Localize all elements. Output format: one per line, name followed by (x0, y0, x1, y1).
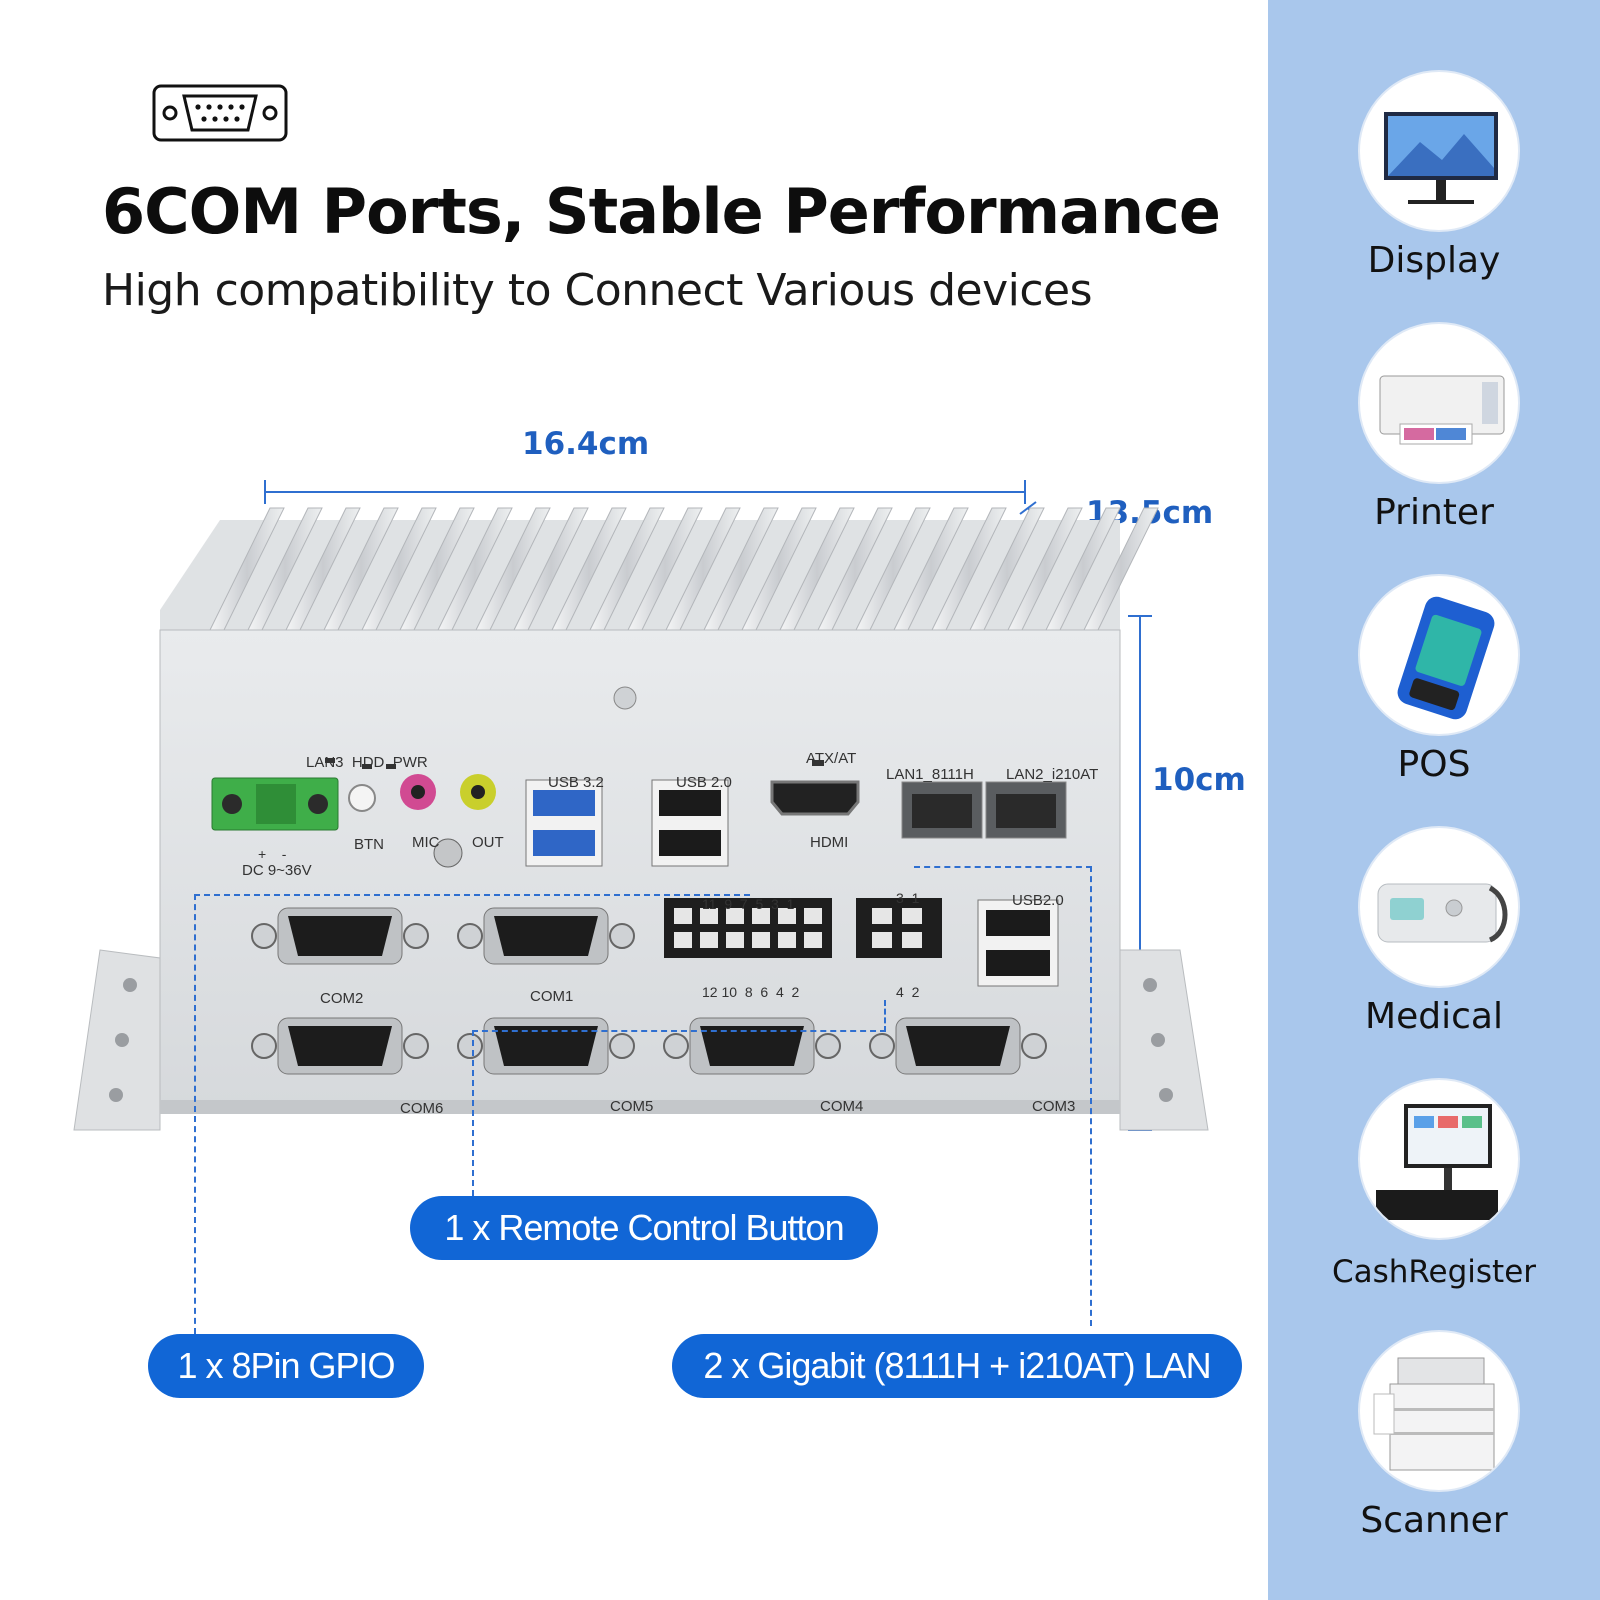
remote-connector-line (472, 1030, 886, 1196)
remote-connector-riser (884, 1000, 886, 1032)
display-icon (1384, 112, 1498, 204)
atx-label: ATX/AT (806, 750, 857, 767)
btn-label: BTN (354, 836, 384, 853)
device-printer: Printer (1268, 322, 1600, 572)
remote-control-callout: 1 x Remote Control Button (410, 1196, 878, 1260)
device-pos: POS (1268, 574, 1600, 824)
device-label-display: Display (1367, 240, 1501, 281)
dimension-width-label: 16.4cm (522, 426, 650, 462)
out-label: OUT (472, 834, 504, 851)
device-label-printer: Printer (1374, 492, 1494, 533)
mic-label: MIC (412, 834, 440, 851)
com6-label: COM6 (400, 1100, 444, 1117)
dc-input-label: DC 9~36V (242, 862, 312, 879)
usb20-bottom-label: USB2.0 (1012, 892, 1064, 909)
cash-register-icon (1376, 1104, 1498, 1220)
device-label-scanner: Scanner (1360, 1500, 1508, 1541)
serial-port-icon (152, 84, 288, 142)
device-medical: Medical (1268, 826, 1600, 1076)
led-labels: LAN3 HDD PWR (306, 754, 428, 771)
hdmi-label: HDMI (810, 834, 849, 851)
device-label-cash-register: CashRegister (1331, 1254, 1537, 1290)
dimension-height-label: 10cm (1152, 762, 1246, 798)
com3-label: COM3 (1032, 1098, 1076, 1115)
page-subtitle: High compatibility to Connect Various de… (102, 265, 1093, 316)
device-cash-register: CashRegister (1268, 1078, 1600, 1328)
pos-icon (1397, 596, 1495, 720)
device-display: Display (1268, 70, 1600, 320)
lan2-label: LAN2_i210AT (1006, 766, 1099, 783)
lan-callout: 2 x Gigabit (8111H + i210AT) LAN (672, 1334, 1242, 1398)
com5-label: COM5 (610, 1098, 654, 1115)
gpio-top-pin-numbers: 11 9 7 5 3 1 (702, 896, 795, 912)
device-label-pos: POS (1397, 744, 1471, 785)
remote-top-pin-numbers: 3 1 (896, 890, 920, 906)
com2-label: COM2 (320, 990, 364, 1007)
gpio-callout: 1 x 8Pin GPIO (148, 1334, 424, 1398)
com4-label: COM4 (820, 1098, 864, 1115)
mini-pc-illustration (73, 507, 1209, 1131)
gpio-bottom-pin-numbers: 12 10 8 6 4 2 (702, 984, 800, 1000)
lan-connector-line (914, 866, 1092, 1326)
com1-label: COM1 (530, 988, 574, 1005)
remote-bottom-pin-numbers: 4 2 (896, 984, 920, 1000)
page-title: 6COM Ports, Stable Performance (102, 175, 1221, 248)
device-label-medical: Medical (1365, 996, 1503, 1037)
printer-icon (1379, 375, 1505, 445)
gpio-connector-line (194, 894, 750, 1334)
lan1-label: LAN1_8111H (886, 766, 974, 783)
medical-icon (1377, 883, 1508, 943)
power-polarity-label: + - (258, 846, 287, 862)
usb20-top-label: USB 2.0 (676, 774, 732, 791)
usb32-label: USB 3.2 (548, 774, 604, 791)
device-sidebar: Display Printer POS (1268, 0, 1600, 1600)
scanner-icon (1373, 1357, 1495, 1471)
device-scanner: Scanner (1268, 1330, 1600, 1580)
